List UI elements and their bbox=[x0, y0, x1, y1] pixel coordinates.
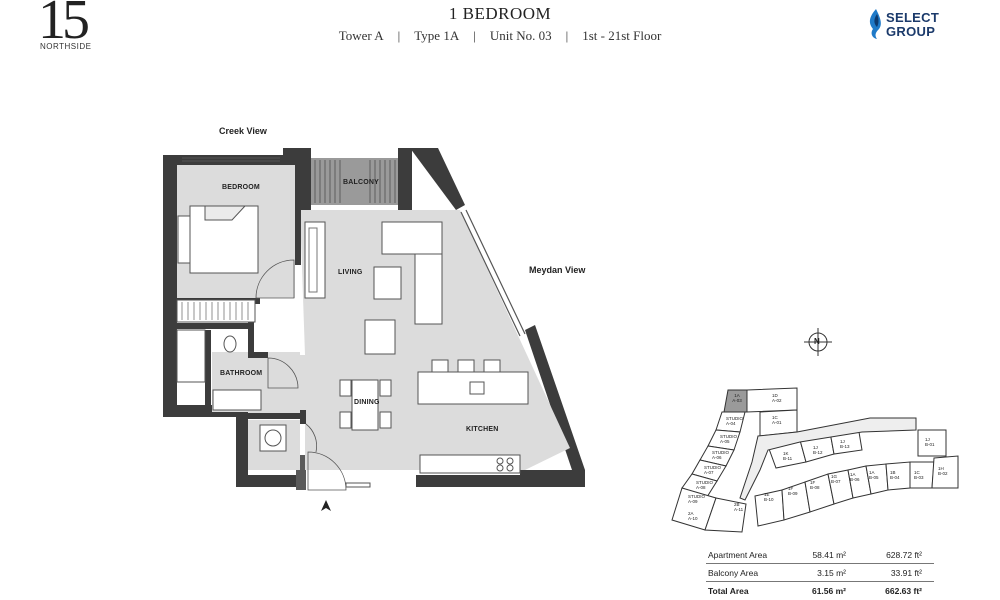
room-label-bedroom: BEDROOM bbox=[222, 184, 260, 191]
brand-name-line2: GROUP bbox=[886, 24, 936, 39]
area-sqm: 3.15 m² bbox=[817, 568, 846, 578]
page-subtitle: Tower A | Type 1A | Unit No. 03 | 1st - 21st F… bbox=[0, 28, 1000, 44]
area-sqft: 628.72 ft² bbox=[886, 550, 922, 560]
compass-label: N bbox=[814, 337, 820, 346]
room-label-dining: DINING bbox=[354, 399, 380, 406]
project-logo-number: 15 bbox=[38, 0, 90, 51]
sofa bbox=[381, 221, 443, 325]
area-sqm: 58.41 m² bbox=[812, 550, 846, 560]
wardrobe bbox=[176, 299, 256, 323]
table-row: Balcony Area 3.15 m² 33.91 ft² bbox=[706, 564, 934, 582]
meydan-view-label: Meydan View bbox=[529, 265, 586, 275]
table-row: Apartment Area 58.41 m² 628.72 ft² bbox=[706, 546, 934, 564]
separator: | bbox=[565, 28, 569, 43]
area-label: Balcony Area bbox=[708, 568, 759, 578]
table-row-total: Total Area 61.56 m² 662.63 ft² bbox=[706, 582, 934, 599]
area-table: Apartment Area 58.41 m² 628.72 ft² Balco… bbox=[706, 546, 934, 599]
separator: | bbox=[473, 28, 476, 43]
flame-icon bbox=[869, 9, 881, 39]
page-title: 1 BEDROOM bbox=[448, 4, 552, 23]
floor-label: 1st - 21st Floor bbox=[582, 28, 662, 43]
area-sqm: 61.56 m² bbox=[811, 586, 846, 596]
area-label: Apartment Area bbox=[708, 550, 768, 560]
compass-icon bbox=[804, 328, 832, 356]
bed bbox=[177, 205, 259, 274]
room-label-bathroom: BATHROOM bbox=[220, 370, 263, 377]
brand-name-line1: SELECT bbox=[886, 10, 940, 25]
room-label-living: LIVING bbox=[338, 269, 363, 276]
tower-label: Tower A bbox=[338, 28, 384, 43]
project-logo-subtitle: NORTHSIDE bbox=[40, 42, 92, 51]
room-label-balcony: BALCONY bbox=[343, 179, 380, 186]
separator: | bbox=[397, 28, 401, 43]
area-sqft: 662.63 ft² bbox=[885, 586, 922, 596]
type-label: Type 1A bbox=[414, 28, 460, 43]
balcony-area bbox=[311, 158, 398, 205]
creek-view-label: Creek View bbox=[219, 126, 267, 136]
entrance-arrow-icon bbox=[321, 500, 331, 511]
living-floor bbox=[248, 210, 570, 470]
area-label: Total Area bbox=[708, 586, 749, 596]
area-sqft: 33.91 ft² bbox=[890, 568, 922, 578]
room-label-kitchen: KITCHEN bbox=[466, 426, 499, 433]
unit-label: Unit No. 03 bbox=[489, 28, 552, 43]
